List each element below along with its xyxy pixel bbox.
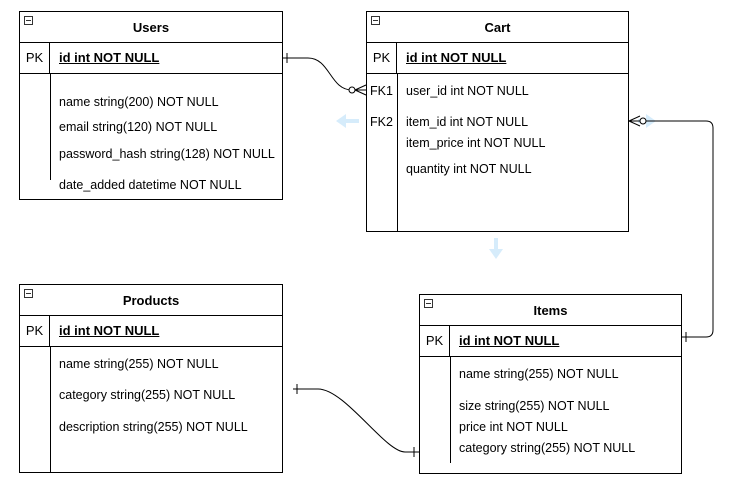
users-pk-field: id int NOT NULL [59, 50, 160, 65]
products-key-divider [50, 347, 51, 472]
collapse-icon[interactable] [371, 16, 380, 25]
users-key-divider [50, 74, 51, 180]
cart-field-quantity[interactable]: quantity int NOT NULL [406, 162, 532, 176]
pk-label: PK [20, 43, 50, 73]
cart-field-item-price[interactable]: item_price int NOT NULL [406, 136, 546, 150]
fk1-label: FK1 [370, 84, 393, 98]
products-pk-row[interactable]: PK id int NOT NULL [20, 316, 282, 347]
users-title: Users [20, 12, 282, 43]
items-table[interactable]: Items PK id int NOT NULL name string(255… [419, 294, 682, 474]
users-field-password-hash[interactable]: password_hash string(128) NOT NULL [59, 147, 275, 161]
cart-field-user-id[interactable]: user_id int NOT NULL [406, 84, 529, 98]
relation-users-cart[interactable] [282, 53, 367, 96]
cart-key-divider [397, 74, 398, 231]
pk-label: PK [20, 316, 50, 346]
fk2-label: FK2 [370, 115, 393, 129]
users-field-email[interactable]: email string(120) NOT NULL [59, 120, 218, 134]
users-table[interactable]: Users PK id int NOT NULL name string(200… [19, 11, 283, 200]
cart-pk-row[interactable]: PK id int NOT NULL [367, 43, 628, 74]
products-table[interactable]: Products PK id int NOT NULL name string(… [19, 284, 283, 473]
hint-arrow-left-icon [336, 114, 359, 128]
cart-pk-field: id int NOT NULL [406, 50, 507, 65]
pk-label: PK [367, 43, 397, 73]
products-title: Products [20, 285, 282, 316]
items-field-category[interactable]: category string(255) NOT NULL [459, 441, 636, 455]
users-field-date-added[interactable]: date_added datetime NOT NULL [59, 178, 242, 192]
collapse-icon[interactable] [424, 299, 433, 308]
items-field-size[interactable]: size string(255) NOT NULL [459, 399, 610, 413]
items-key-divider [450, 357, 451, 463]
users-pk-row[interactable]: PK id int NOT NULL [20, 43, 282, 74]
products-field-name[interactable]: name string(255) NOT NULL [59, 357, 219, 371]
items-pk-row[interactable]: PK id int NOT NULL [420, 326, 681, 357]
collapse-icon[interactable] [24, 289, 33, 298]
users-field-name[interactable]: name string(200) NOT NULL [59, 95, 219, 109]
products-pk-field: id int NOT NULL [59, 323, 160, 338]
items-field-price[interactable]: price int NOT NULL [459, 420, 568, 434]
hint-arrow-down-icon [489, 238, 503, 259]
items-field-name[interactable]: name string(255) NOT NULL [459, 367, 619, 381]
collapse-icon[interactable] [24, 16, 33, 25]
cart-title: Cart [367, 12, 628, 43]
cart-table[interactable]: Cart PK id int NOT NULL FK1 FK2 user_id … [366, 11, 629, 232]
products-field-description[interactable]: description string(255) NOT NULL [59, 420, 248, 434]
items-pk-field: id int NOT NULL [459, 333, 560, 348]
products-field-category[interactable]: category string(255) NOT NULL [59, 388, 236, 402]
items-title: Items [420, 295, 681, 326]
cart-field-item-id[interactable]: item_id int NOT NULL [406, 115, 529, 129]
relation-cart-items[interactable] [628, 115, 714, 342]
relation-products-items[interactable] [293, 384, 419, 457]
pk-label: PK [420, 326, 450, 356]
